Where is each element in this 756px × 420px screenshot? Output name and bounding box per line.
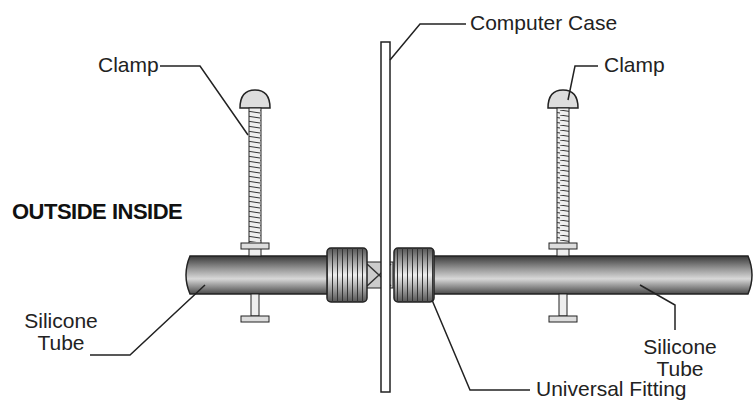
fitting-nut	[394, 248, 434, 302]
part-label: Silicone Tube	[630, 336, 730, 380]
fitting-nut	[327, 248, 367, 302]
clamp	[240, 90, 270, 322]
side-label: OUTSIDE INSIDE	[12, 200, 252, 223]
part-label: Universal Fitting	[536, 378, 746, 400]
silicone-tube-left	[186, 256, 330, 294]
clamp	[548, 90, 578, 322]
part-label: Silicone Tube	[22, 310, 100, 354]
part-label: Clamp	[604, 54, 684, 76]
part-label: Computer Case	[470, 12, 670, 34]
silicone-tube-right	[432, 256, 752, 294]
part-label: Clamp	[98, 54, 178, 76]
computer-case-panel	[381, 42, 390, 392]
